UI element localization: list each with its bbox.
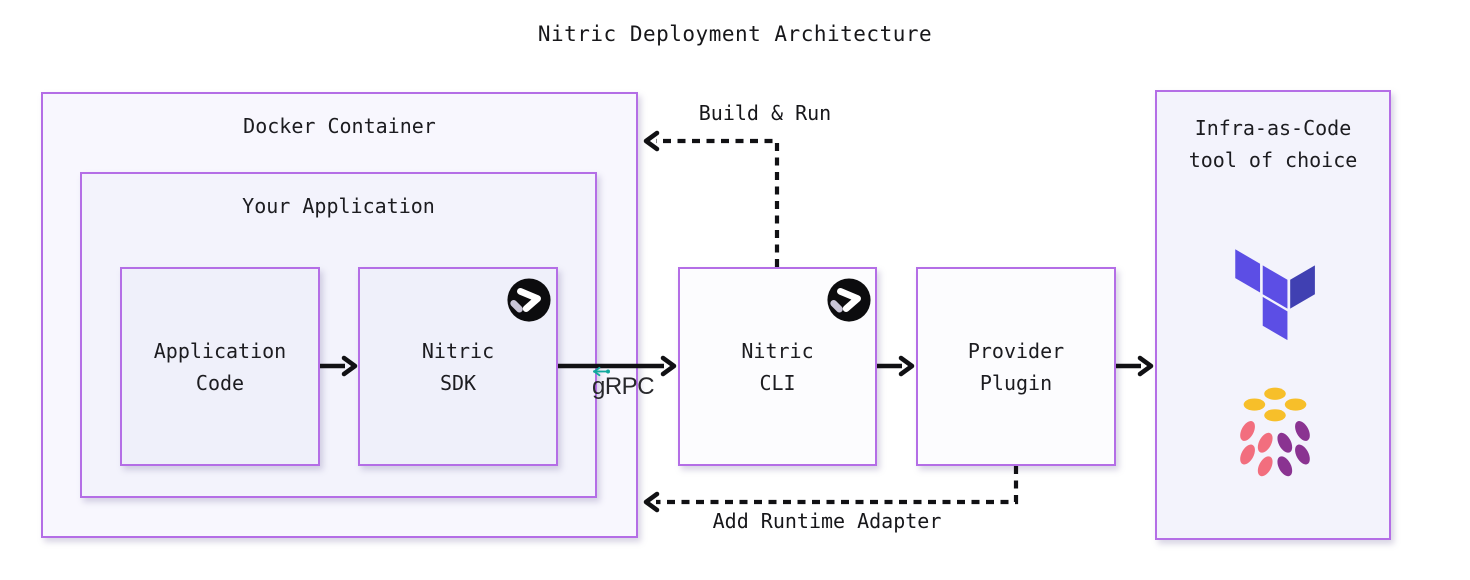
grpc-label-group: gRPC: [589, 364, 659, 400]
grpc-arrow-mark-icon: [593, 366, 610, 377]
arrow-add-runtime-adapter: [643, 466, 1019, 513]
add-runtime-adapter-label: Add Runtime Adapter: [712, 509, 942, 533]
provider-plugin-label: Provider Plugin: [967, 338, 1065, 395]
node-nitric-sdk: Nitric SDK: [358, 267, 558, 466]
page-title: Nitric Deployment Architecture: [537, 22, 933, 46]
pulumi-icon: [1240, 387, 1310, 477]
nitric-sdk-label: Nitric SDK: [421, 338, 495, 395]
iac-tool-label: Infra-as-Code tool of choice: [1188, 116, 1358, 172]
node-provider-plugin: Provider Plugin: [916, 267, 1116, 466]
nitric-logo-icon: [507, 278, 551, 322]
node-iac-tool: Infra-as-Code tool of choice: [1155, 90, 1391, 540]
nitric-logo-icon: [827, 278, 871, 322]
arrow-build-and-run: [643, 130, 780, 267]
application-code-label: Application Code: [153, 338, 287, 395]
node-nitric-cli: Nitric CLI: [678, 267, 877, 466]
docker-container-label: Docker Container: [243, 114, 436, 138]
arrow-provider-to-iac: [1116, 355, 1154, 377]
node-application-code: Application Code: [120, 267, 320, 466]
build-and-run-label: Build & Run: [698, 101, 832, 125]
terraform-icon: [1235, 249, 1315, 341]
nitric-cli-label: Nitric CLI: [741, 338, 814, 395]
arrow-cli-to-provider: [877, 355, 915, 377]
your-application-label: Your Application: [242, 194, 435, 218]
grpc-label: gRPC: [592, 373, 655, 400]
